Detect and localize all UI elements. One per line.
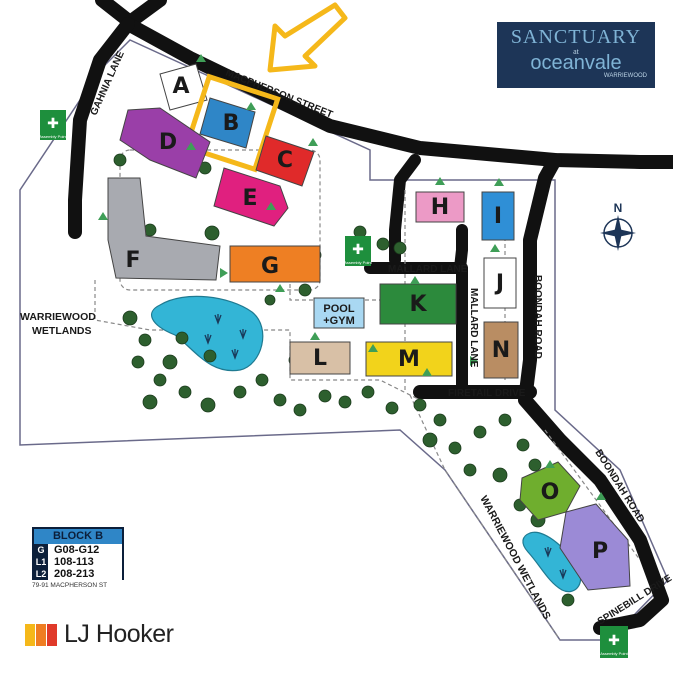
- block-g-label: G: [261, 254, 279, 279]
- assembly-point-icon: ✚ Assembly Point: [344, 236, 373, 266]
- block-l-label: L: [313, 346, 327, 371]
- block-i-label: I: [494, 204, 502, 229]
- wetlands-left-line1: WARRIEWOOD: [20, 311, 96, 323]
- agency-name: LJ Hooker: [64, 620, 174, 648]
- assembly-point-icon: ✚ Assembly Point: [600, 626, 629, 658]
- block-j: [483, 257, 517, 309]
- block-n: [483, 321, 519, 379]
- block-f: [107, 177, 221, 281]
- entry-markers: [98, 54, 606, 500]
- assembly-label-3: Assembly Point: [600, 651, 628, 656]
- assembly-point-icon: ✚ Assembly Point: [39, 110, 68, 140]
- block-legend: BLOCK B G G08-G12 L1 108-113 L2 208-213 …: [32, 527, 124, 589]
- legend-row: G G08-G12: [32, 544, 124, 556]
- block-a-label: A: [172, 74, 189, 99]
- site-boundary: [19, 39, 669, 641]
- sanctuary-logo: SANCTUARY at oceanvale WARRIEWOOD: [497, 22, 655, 88]
- block-o-label: O: [541, 480, 560, 505]
- block-n-label: N: [492, 338, 510, 363]
- logo-bar-icon: [47, 623, 57, 646]
- roads: [68, 0, 673, 635]
- block-k-label: K: [409, 292, 427, 317]
- block-h: [415, 191, 465, 223]
- block-d: [119, 107, 211, 179]
- block-labels: A B C D E F G H I J K L M N O P POOL +GY…: [125, 74, 608, 564]
- brand-line4: WARRIEWOOD: [603, 73, 647, 79]
- brand-line2: at: [573, 47, 579, 56]
- block-p: [559, 503, 631, 591]
- block-b-label: B: [223, 111, 240, 136]
- block-g: [229, 245, 321, 283]
- block-k: [379, 283, 457, 325]
- road-label-boondah-1: BOONDAH ROAD: [532, 275, 543, 359]
- block-e: [213, 167, 289, 227]
- block-m-label: M: [398, 347, 420, 372]
- highlight-arrow: [267, 2, 348, 73]
- svg-text:✚: ✚: [608, 632, 620, 648]
- pool-label-2: +GYM: [323, 315, 354, 327]
- block-b-highlight: [183, 73, 281, 173]
- legend-title: BLOCK B: [32, 527, 124, 544]
- assembly-label-2: Assembly Point: [344, 260, 372, 265]
- svg-text:✚: ✚: [352, 241, 364, 257]
- block-l: [289, 341, 351, 375]
- lj-hooker-logo: LJ Hooker: [25, 620, 174, 649]
- brand-line1: SANCTUARY: [510, 26, 642, 48]
- legend-row: L2 208-213: [32, 568, 124, 580]
- compass-icon: N: [600, 201, 636, 251]
- assembly-label-1: Assembly Point: [39, 134, 67, 139]
- road-label-mallard-v: MALLARD LANE: [468, 288, 479, 368]
- logo-bar-icon: [25, 623, 35, 646]
- block-d-label: D: [159, 130, 177, 155]
- legend-level: L2: [34, 568, 48, 580]
- block-f-label: F: [125, 248, 140, 273]
- buildings: [107, 63, 631, 591]
- block-c: [255, 135, 315, 187]
- legend-address: 79-91 MACPHERSON ST: [32, 582, 108, 589]
- legend-value: 208-213: [54, 568, 95, 580]
- legend-level: L1: [34, 556, 48, 568]
- block-p-label: P: [592, 539, 608, 564]
- pool-label-1: POOL: [323, 303, 354, 315]
- block-a: [159, 63, 208, 111]
- compass-n-label: N: [614, 201, 623, 215]
- brand-line3: oceanvale: [530, 52, 622, 74]
- logo-bar-icon: [36, 623, 46, 646]
- legend-value: 108-113: [54, 556, 94, 568]
- block-m: [365, 341, 453, 377]
- road-label-mallard: MALLARD LANE: [388, 264, 468, 275]
- block-h-label: H: [431, 195, 449, 220]
- svg-text:✚: ✚: [47, 115, 59, 131]
- road-label-firetail: FIRETAIL DRIVE: [448, 388, 526, 399]
- legend-row: L1 108-113: [32, 556, 124, 568]
- block-b: [199, 97, 256, 149]
- block-i: [481, 191, 515, 241]
- pool-gym: [313, 297, 365, 329]
- legend-value: G08-G12: [54, 544, 100, 556]
- legend-level: G: [34, 544, 48, 556]
- block-e-label: E: [242, 186, 257, 211]
- marsh-symbols: [204, 314, 567, 580]
- wetlands-left-line2: WETLANDS: [32, 325, 92, 337]
- block-c-label: C: [277, 148, 293, 173]
- block-j-label: J: [494, 271, 504, 296]
